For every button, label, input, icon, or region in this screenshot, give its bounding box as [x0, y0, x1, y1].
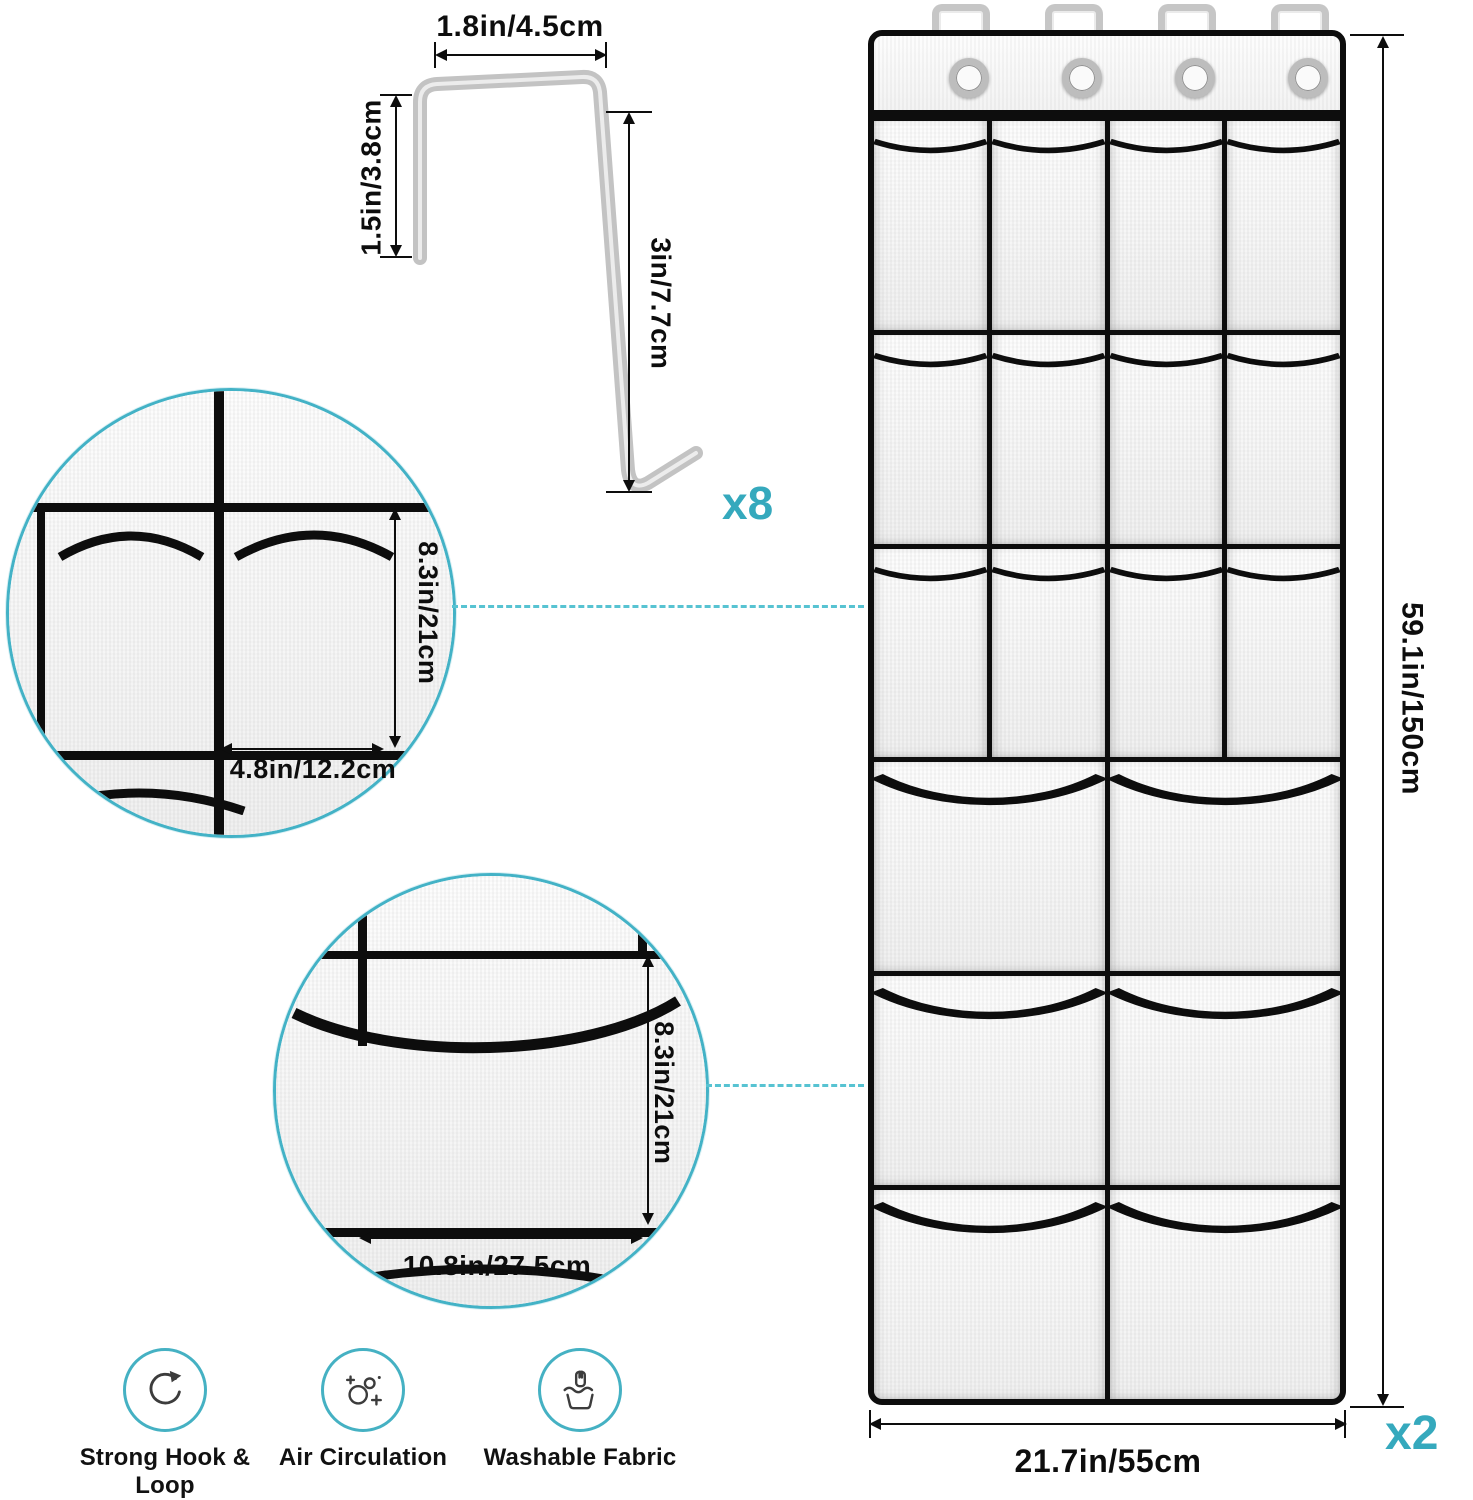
mesh-pocket-small: [1227, 334, 1340, 544]
organizer-width-label: 21.7in/55cm: [1014, 1443, 1202, 1479]
grommet-row: [874, 36, 1340, 116]
small-pocket-height-dimension: [389, 508, 401, 748]
dimension-cap: [1350, 1406, 1404, 1408]
mesh-pocket-small: [1109, 121, 1223, 330]
dimension-cap: [605, 42, 607, 68]
hook-depth-label: 1.5in/3.8cm: [355, 99, 387, 256]
mesh-pocket-large: [1109, 762, 1340, 972]
dimension-cap: [1350, 34, 1404, 36]
organizer-height-label: 59.1in/150cm: [1395, 602, 1429, 795]
dimension-cap: [606, 111, 652, 113]
large-pocket-width-dimension: [359, 1232, 643, 1244]
pocket-trim: [320, 1264, 642, 1290]
mesh-pocket-small: [1227, 121, 1340, 330]
callout-connector-line: [706, 1084, 864, 1087]
organizer-width-dimension: [869, 1418, 1347, 1430]
feature-label: Strong Hook & Loop: [79, 1444, 251, 1499]
shoe-organizer: [868, 4, 1346, 1405]
seam-line: [9, 751, 453, 760]
organizer-pockets: [874, 116, 1340, 1399]
hook-width-label: 1.8in/4.5cm: [436, 10, 604, 43]
dimension-cap: [434, 42, 436, 68]
small-pocket-detail-circle: [6, 388, 456, 838]
air-bubbles-icon: [321, 1348, 405, 1432]
mesh-pocket-large: [874, 762, 1105, 972]
feature-washable: Washable Fabric: [470, 1348, 690, 1472]
large-pocket-detail-circle: [273, 873, 709, 1309]
seam-line: [37, 503, 45, 758]
large-pocket-height-label: 8.3in/21cm: [648, 1021, 679, 1165]
dimension-cap: [869, 1410, 871, 1438]
pocket-trim: [233, 530, 395, 561]
small-pocket-width-label: 4.8in/12.2cm: [229, 754, 397, 784]
feature-air-circulation: Air Circulation: [258, 1348, 468, 1472]
feature-hook-loop: Strong Hook & Loop: [55, 1348, 275, 1500]
organizer-height-dimension: [1377, 36, 1389, 1406]
large-pocket-width-label: 10.8in/27.5cm: [402, 1250, 592, 1281]
hook-count-badge: x8: [722, 477, 774, 529]
small-pocket-width-dimension: [220, 743, 384, 755]
seam-line: [276, 951, 706, 959]
mesh-pocket-large: [1109, 976, 1340, 1186]
mesh-pocket-small: [991, 334, 1105, 544]
mesh-pocket-small: [874, 121, 987, 330]
mesh-pocket-small: [1109, 334, 1223, 544]
seam-line: [276, 1228, 706, 1237]
pocket-row: [874, 976, 1340, 1186]
mesh-pocket-large: [874, 1190, 1105, 1399]
seam-line: [9, 503, 453, 512]
organizer-body: [868, 30, 1346, 1405]
pocket-trim: [291, 996, 681, 1054]
pocket-row: [874, 762, 1340, 972]
large-pocket-zoom: [276, 876, 706, 1306]
dimension-cap: [606, 491, 652, 493]
pocket-trim: [57, 531, 205, 561]
dimension-cap: [380, 256, 412, 258]
hook-height-dimension: [623, 112, 635, 492]
seam-line: [214, 391, 224, 835]
small-pocket-zoom: [9, 391, 453, 835]
mesh-pocket-small: [1109, 548, 1223, 758]
callout-connector-line: [452, 605, 864, 608]
seam-line: [638, 876, 647, 954]
grommet: [1062, 58, 1102, 98]
mesh-pocket-small: [991, 548, 1105, 758]
organizer-count-badge: x2: [1385, 1407, 1439, 1460]
pocket-row: [874, 548, 1340, 758]
over-door-hook-illustration: [413, 69, 703, 493]
pocket-row: [874, 334, 1340, 544]
small-pocket-height-label: 8.3in/21cm: [412, 541, 443, 685]
mesh-pocket-large: [1109, 1190, 1340, 1399]
grommet: [949, 58, 989, 98]
pocket-row: [874, 1190, 1340, 1399]
mesh-pocket-small: [874, 334, 987, 544]
pocket-row: [874, 121, 1340, 330]
mesh-pocket-small: [1227, 548, 1340, 758]
large-pocket-height-dimension: [642, 955, 654, 1225]
mesh-pocket-small: [874, 548, 987, 758]
mesh-pocket-small: [991, 121, 1105, 330]
hook-width-dimension: [435, 49, 607, 61]
seam-line: [358, 876, 367, 1046]
dimension-cap: [1344, 1410, 1346, 1438]
grommet: [1175, 58, 1215, 98]
pocket-trim: [32, 788, 246, 815]
mesh-pocket-large: [874, 976, 1105, 1186]
dimension-cap: [380, 94, 412, 96]
hook-depth-dimension: [390, 95, 402, 257]
hook-height-label: 3in/7.7cm: [645, 237, 677, 370]
rotate-arrow-icon: [123, 1348, 207, 1432]
hand-wash-icon: [538, 1348, 622, 1432]
feature-label: Air Circulation: [278, 1444, 448, 1471]
feature-label: Washable Fabric: [483, 1444, 677, 1471]
grommet: [1288, 58, 1328, 98]
